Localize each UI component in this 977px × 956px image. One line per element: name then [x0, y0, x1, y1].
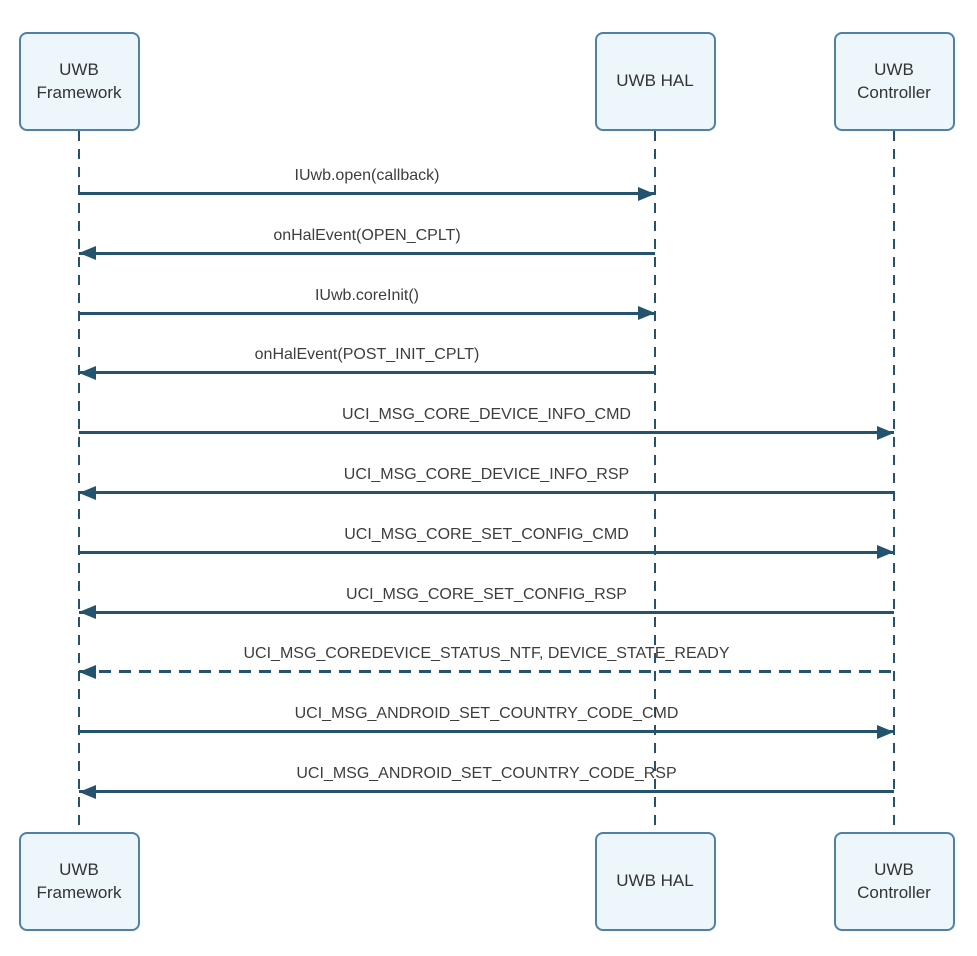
arrowhead-left-icon	[79, 784, 96, 799]
actor-label: UWB Framework	[36, 59, 122, 102]
actor-label: UWB Controller	[857, 859, 931, 902]
actor-label: UWB HAL	[616, 871, 694, 891]
message-label: UCI_MSG_CORE_DEVICE_INFO_RSP	[343, 466, 630, 483]
message-line	[79, 610, 894, 614]
message-label: onHalEvent(OPEN_CPLT)	[273, 226, 461, 244]
message-label: IUwb.coreInit()	[314, 286, 420, 304]
message-line	[79, 431, 894, 435]
lifeline-uwb-hal	[654, 131, 656, 832]
lifeline-uwb-controller	[893, 131, 895, 832]
actor-box-top-uwb-framework: UWB Framework	[18, 32, 140, 131]
message-line	[79, 371, 655, 375]
message-label: UCI_MSG_CORE_SET_CONFIG_RSP	[346, 585, 627, 603]
message-label: IUwb.open(callback)	[294, 167, 440, 184]
arrowhead-right-icon	[638, 306, 655, 321]
message-label: onHalEvent(POST_INIT_CPLT)	[254, 346, 480, 364]
actor-label: UWB Framework	[36, 859, 122, 902]
message-line	[79, 730, 894, 734]
actor-box-top-uwb-controller: UWB Controller	[833, 32, 955, 131]
lifeline-uwb-framework	[78, 131, 80, 832]
message-line	[79, 670, 894, 674]
message-line	[79, 491, 894, 494]
message-label: UCI_MSG_ANDROID_SET_COUNTRY_CODE_RSP	[296, 765, 677, 782]
message-line	[79, 790, 894, 793]
actor-label: UWB HAL	[616, 71, 694, 91]
arrowhead-left-icon	[79, 485, 96, 500]
arrowhead-left-icon	[79, 605, 96, 620]
message-label: UCI_MSG_CORE_SET_CONFIG_CMD	[344, 525, 629, 543]
message-line	[79, 311, 655, 315]
message-line	[79, 550, 894, 554]
arrowhead-right-icon	[638, 186, 655, 201]
arrowhead-right-icon	[877, 724, 894, 739]
actor-label: UWB Controller	[857, 59, 931, 102]
actor-box-top-uwb-hal: UWB HAL	[594, 32, 716, 131]
message-line	[79, 251, 655, 255]
message-label: UCI_MSG_COREDEVICE_STATUS_NTF, DEVICE_ST…	[243, 645, 730, 663]
arrowhead-left-icon	[79, 365, 96, 380]
arrowhead-left-icon	[79, 664, 96, 679]
actor-box-bottom-uwb-controller: UWB Controller	[833, 832, 955, 931]
message-label: UCI_MSG_ANDROID_SET_COUNTRY_CODE_CMD	[294, 705, 679, 723]
message-label: UCI_MSG_CORE_DEVICE_INFO_CMD	[342, 406, 631, 424]
actor-box-bottom-uwb-hal: UWB HAL	[594, 832, 716, 931]
arrowhead-right-icon	[877, 545, 894, 560]
arrowhead-left-icon	[79, 246, 96, 261]
actor-box-bottom-uwb-framework: UWB Framework	[18, 832, 140, 931]
arrowhead-right-icon	[877, 425, 894, 440]
message-line	[79, 192, 655, 195]
